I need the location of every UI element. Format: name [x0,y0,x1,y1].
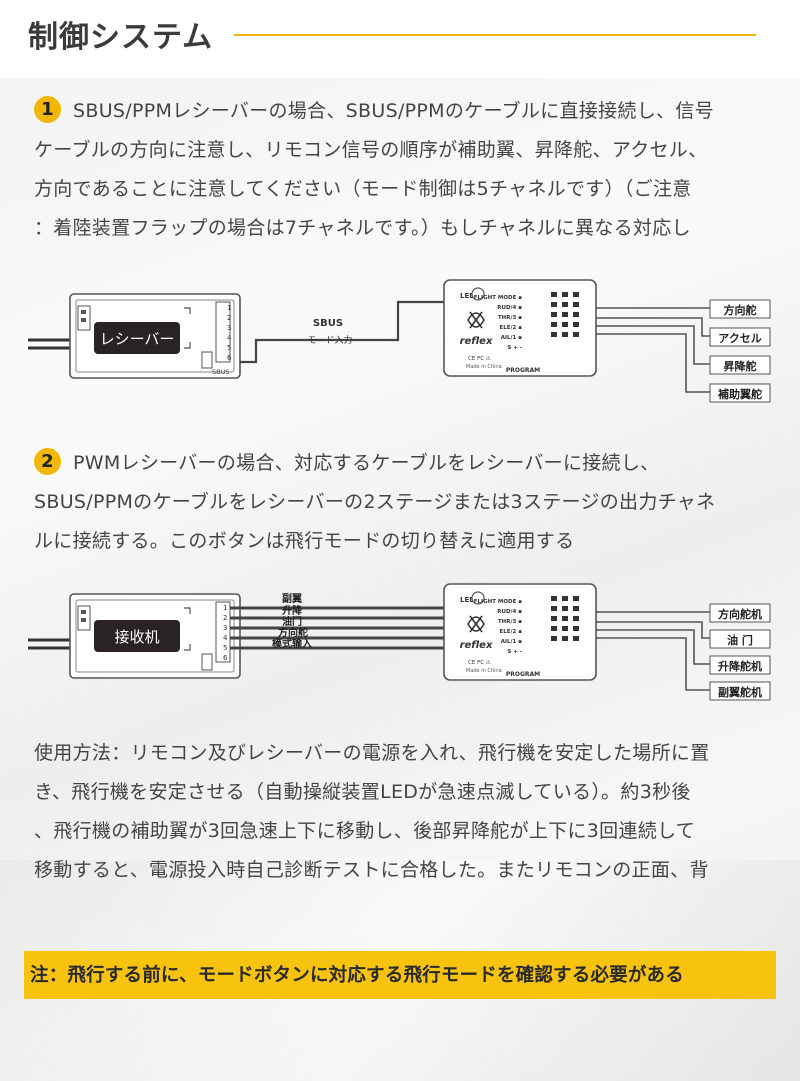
header: 制御システム [0,0,800,78]
output-aileron-label: 補助翼舵 [717,387,762,401]
program-label: PROGRAM [506,671,540,678]
receiver-channel-label: 3 [227,324,231,332]
section-1-line: 方向であることに注意してください（モード制御は5チャネルです）（ご注意 [34,178,692,200]
channel-label: THR/3 ▪ [498,315,522,321]
section-1-text: 1 SBUS/PPMレシーバーの場合、SBUS/PPMのケーブルに直接接続し、信号… [34,92,714,248]
origin-label: Made in China [466,364,502,370]
section-2-text: 2 PWMレシーバーの場合、対応するケーブルをレシーバーに接続し、 SBUS/PP… [34,444,715,561]
servo-leads [596,307,710,393]
brand-logo-icon [467,615,485,633]
usage-text: 使用方法：リモコン及びレシーバーの電源を入れ、飛行機を安定した場所に置 き、飛行… [34,734,710,890]
mode-input-label: モード入力 [307,334,352,346]
channel-label: ELE/2 ▪ [500,629,523,635]
receiver-channel-label: 3 [223,624,227,632]
channel-label: RUD/4 ▪ [497,609,522,615]
output-labels: 方向舵机 油 门 升降舵机 副翼舵机 [709,603,771,701]
wire-label: 方向舵 [278,626,308,639]
section-1-badge: 1 [34,96,61,123]
output-throttle-label: アクセル [718,332,761,345]
receiver-label-box [94,322,180,354]
page-title: 制御システム [28,20,214,55]
section-1-line: ：着陸装置フラップの場合は7チャネルです。）もしチャネルに異なる対応し [34,217,691,239]
led-label: LED [460,596,475,604]
receiver-box: 接收机 1 2 3 4 5 6 [69,593,241,679]
origin-label: Made in China [466,668,502,674]
wire-label: 副翼 [282,592,302,605]
sbus-cable [240,300,444,364]
usage-line: 使用方法：リモコン及びレシーバーの電源を入れ、飛行機を安定した場所に置 [34,742,710,764]
wire-label: 升降 [282,604,303,617]
channel-label: FLIGHT MODE ▪ [474,295,522,301]
output-labels: 方向舵 アクセル 昇降舵 補助翼舵 [709,299,771,403]
certification-marks: CE FC ⚠ [468,660,491,666]
wire-label: 油门 [282,615,302,628]
receiver-channel-label: 2 [227,314,231,322]
title-underline [234,34,756,36]
output-rudder-label: 方向舵 [724,303,757,317]
receiver-channel-label: 5 [223,644,227,652]
wire-label: 模式输入 [272,637,312,650]
note-banner: 注：飛行する前に、モードボタンに対応する飛行モードを確認する必要がある [24,951,776,999]
receiver-channel-label: 6 [223,654,228,662]
note-text: 注：飛行する前に、モードボタンに対応する飛行モードを確認する必要がある [30,965,684,986]
receiver-channel-label: 6 [227,354,232,362]
receiver-box: レシーバー 1 2 3 4 5 6 SBUS [69,293,241,379]
channel-label: S + - [507,345,522,351]
section-2-line: SBUS/PPMのケーブルをレシーバーの2ステージまたは3ステージの出力チャネ [34,491,716,513]
channel-label: RUD/4 ▪ [497,305,522,311]
section-2-badge: 2 [34,448,61,475]
flight-controller: LED reflex CE FC ⚠ Made in China FLIGHT … [443,583,597,681]
section-1-line: ケーブルの方向に注意し、リモコン信号の順序が補助翼、昇降舵、アクセル、 [34,139,708,161]
channel-label: ELE/2 ▪ [500,325,523,331]
receiver-label: 接收机 [114,628,159,646]
output-aileron-servo-label: 副翼舵机 [718,685,762,699]
led-label: LED [460,292,475,300]
pwm-wiring-diagram: 接收机 1 2 3 4 5 6 副翼 升降 油门 方向舵 模式输入 LED re… [28,583,771,701]
channel-label: AIL/1 ▪ [501,639,523,645]
wire-labels: 副翼 升降 油门 方向舵 模式输入 [272,592,312,650]
certification-marks: CE FC ⚠ [468,356,491,362]
receiver-label: レシーバー [100,330,175,348]
section-2-line-text: PWMレシーバーの場合、対応するケーブルをレシーバーに接続し、 [73,452,660,474]
section-2-line: ルに接続する。このボタンは飛行モードの切り替えに適用する [34,530,575,552]
channel-label: THR/3 ▪ [498,619,522,625]
output-elevator-label: 昇降舵 [724,359,757,373]
receiver-channel-label: 1 [227,304,231,312]
receiver-channel-label: 2 [223,614,227,622]
section-2-line: 2 PWMレシーバーの場合、対応するケーブルをレシーバーに接続し、 [34,444,715,483]
section-1-line: 1 SBUS/PPMレシーバーの場合、SBUS/PPMのケーブルに直接接続し、信号 [34,92,714,131]
brand-logo-icon [467,311,485,329]
pwm-wires [230,606,444,650]
receiver-channel-label: 1 [223,604,227,612]
servo-pin-grid [551,292,579,337]
receiver-label-box [94,620,180,652]
output-throttle-label: 油 门 [727,633,753,647]
led-indicator [471,287,485,301]
output-elevator-servo-label: 升降舵机 [718,659,762,673]
receiver-channel-label: 4 [227,334,232,342]
receiver-channel-label: 4 [223,634,228,642]
led-indicator [471,591,485,605]
flight-controller: LED reflex CE FC ⚠ Made in China FLIGHT … [443,279,597,377]
sbus-cable-label: SBUS [313,318,343,329]
usage-line: 移動すると、電源投入時自己診断テストに合格した。またリモコンの正面、背 [34,859,709,881]
sbus-wiring-diagram: レシーバー 1 2 3 4 5 6 SBUS SBUS モード入力 LED re… [28,279,771,403]
usage-line: 、飛行機の補助翼が3回急速上下に移動し、後部昇降舵が上下に3回連続して [34,820,696,842]
brand-name: reflex [460,336,493,347]
channel-label: FLIGHT MODE ▪ [474,599,522,605]
channel-label: S + - [507,649,522,655]
servo-leads [596,611,710,691]
output-rudder-servo-label: 方向舵机 [718,607,762,621]
usage-line: き、飛行機を安定させる（自動操縦装置LEDが急速点滅している）。約3秒後 [34,781,691,803]
servo-pin-grid [551,596,579,641]
channel-label: AIL/1 ▪ [501,335,523,341]
brand-name: reflex [460,640,493,651]
section-1-line-text: SBUS/PPMレシーバーの場合、SBUS/PPMのケーブルに直接接続し、信号 [73,100,714,122]
receiver-channel-label: 5 [227,344,231,352]
receiver-port-label: SBUS [212,368,229,376]
program-label: PROGRAM [506,367,540,374]
